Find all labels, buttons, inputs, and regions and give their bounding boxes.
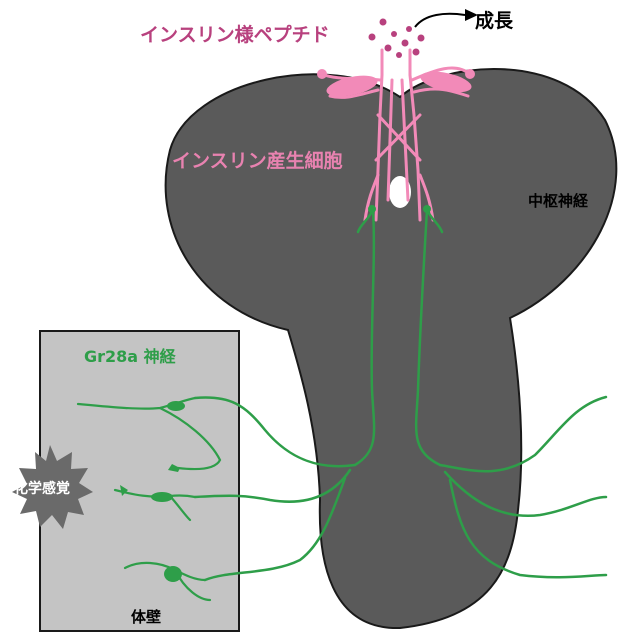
central-nervous-system-label: 中枢神経 bbox=[528, 190, 588, 211]
peptide-dot bbox=[406, 26, 412, 32]
growth-arrow bbox=[415, 14, 465, 27]
bw-soma-1 bbox=[167, 401, 185, 411]
bw-soma-2 bbox=[151, 492, 173, 502]
peptide-dot bbox=[396, 52, 402, 58]
peptide-dot bbox=[380, 19, 387, 26]
gr28a-terminal-right bbox=[423, 205, 431, 213]
body-wall-label: 体壁 bbox=[131, 606, 161, 627]
peptide-dot bbox=[413, 49, 420, 56]
growth-label: 成長 bbox=[475, 6, 513, 33]
peptide-dot bbox=[369, 34, 376, 41]
chemosensation-label: 化学感覚 bbox=[14, 478, 70, 498]
peptide-dot bbox=[385, 45, 392, 52]
insulin-producing-cells-label: インスリン産生細胞 bbox=[172, 146, 343, 173]
insulin-like-peptide-label: インスリン様ペプチド bbox=[140, 20, 330, 47]
ipc-terminal-left bbox=[317, 69, 327, 79]
ipc-terminal-right bbox=[465, 69, 475, 79]
gr28a-neurons-label: Gr28a 神経 bbox=[84, 343, 176, 367]
gr28a-terminal-left bbox=[368, 205, 376, 213]
peptide-dot bbox=[402, 40, 409, 47]
peptide-dot bbox=[418, 35, 425, 42]
peptide-dot bbox=[391, 31, 397, 37]
bw-soma-3 bbox=[164, 566, 182, 582]
